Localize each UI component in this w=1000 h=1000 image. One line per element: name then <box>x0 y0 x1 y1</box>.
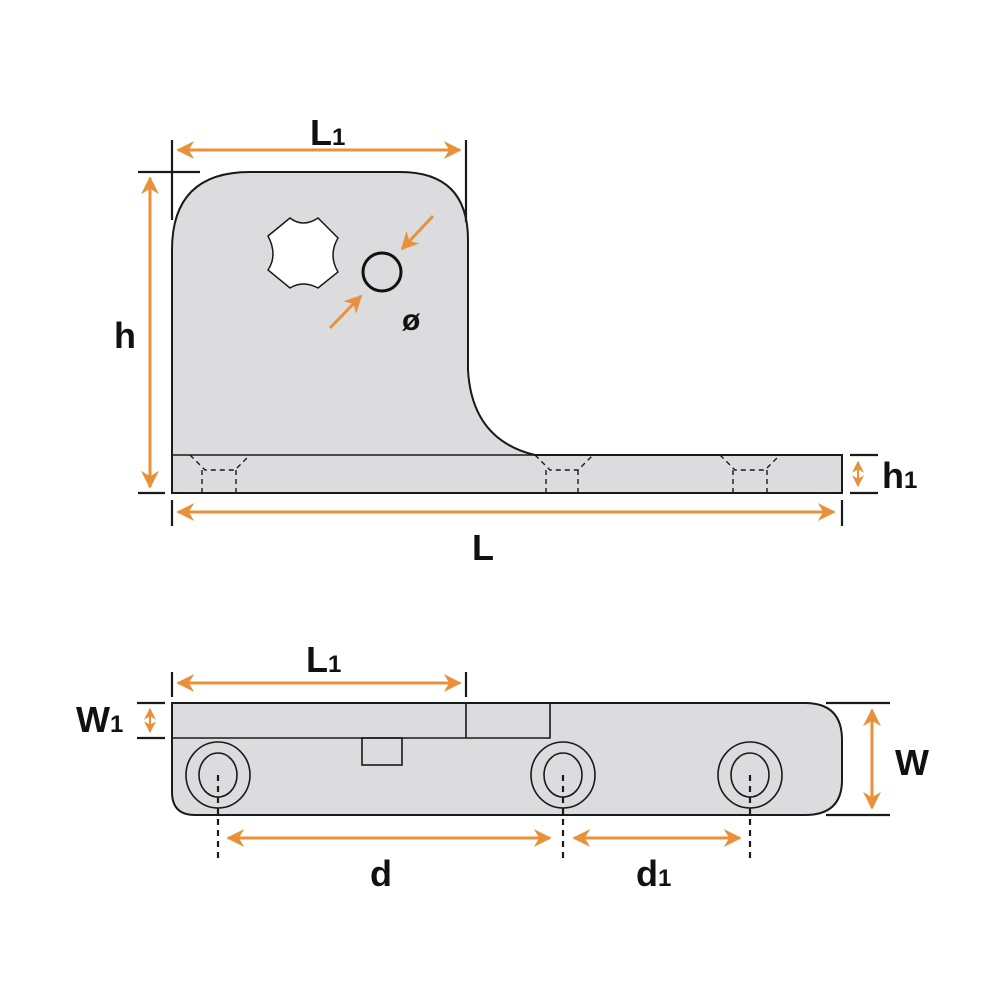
label-diameter: ø <box>402 304 421 337</box>
diameter-arrow-upper <box>400 214 435 251</box>
side-view: L1 h ø h1 L <box>114 112 917 568</box>
bracket-top-profile <box>171 702 843 816</box>
diameter-arrow-lower <box>328 294 363 330</box>
label-L1: L1 <box>310 112 345 153</box>
tab-notch <box>361 737 403 766</box>
diameter-hole <box>361 251 403 293</box>
top-view: L1 W1 W d d1 <box>76 639 929 894</box>
label-h1: h1 <box>882 455 917 496</box>
label-L: L <box>472 527 494 568</box>
label-d: d <box>370 853 392 894</box>
label-L1-top: L1 <box>306 639 341 680</box>
countersunk-holes <box>189 454 781 493</box>
label-W: W <box>895 742 929 783</box>
label-d1: d1 <box>636 853 671 894</box>
bracket-side-profile <box>171 171 843 494</box>
square-cutout <box>266 217 339 289</box>
label-W1: W1 <box>76 699 123 740</box>
label-h: h <box>114 315 136 356</box>
